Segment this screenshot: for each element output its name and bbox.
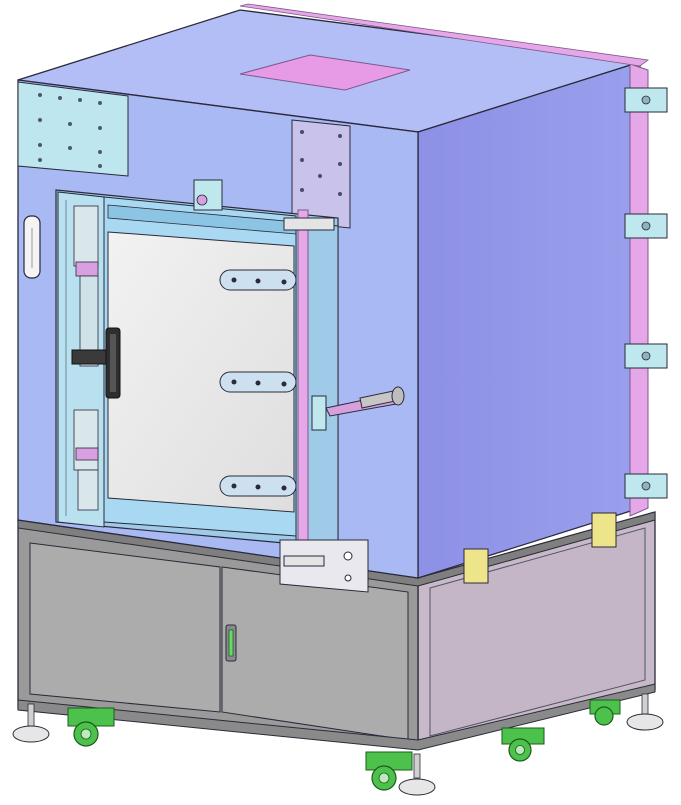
leveling-foot-icon — [12, 703, 50, 743]
hinge-rod — [297, 209, 309, 581]
caster-icon — [365, 751, 413, 791]
strap-hinges — [219, 269, 297, 497]
base-bottom-rail — [17, 683, 656, 751]
mount-brackets — [463, 512, 617, 584]
base-left-panel — [29, 542, 221, 713]
viewing-window — [107, 231, 295, 513]
caster-icon — [589, 699, 621, 726]
lower-hinge-plate — [279, 539, 369, 593]
hinge-icon — [219, 269, 297, 291]
leveling-feet — [12, 693, 664, 796]
chamber-side — [417, 61, 641, 579]
leveling-foot-icon — [626, 693, 664, 731]
latch-icon — [193, 179, 223, 211]
mounting-plate — [17, 81, 129, 177]
hinge-icon — [219, 475, 297, 497]
rod-collar-top — [283, 217, 335, 231]
cabinet-lock-icon[interactable] — [225, 624, 237, 662]
hinge-icon — [624, 213, 668, 239]
bracket-left — [463, 548, 489, 584]
hinge-icon — [624, 343, 668, 369]
caster-icon — [67, 707, 115, 747]
handle-icon[interactable] — [71, 327, 121, 399]
leveling-foot-icon — [398, 753, 436, 796]
hinge-icon — [219, 371, 297, 393]
bracket-right — [591, 512, 617, 548]
hinge-icon — [624, 87, 668, 113]
side-grip-icon[interactable] — [23, 215, 41, 279]
top-access-panel — [239, 54, 411, 91]
latch-mechanism — [65, 200, 99, 516]
base-right-panel — [221, 566, 409, 741]
side-seal-strip — [629, 63, 649, 517]
door-arm[interactable] — [311, 386, 405, 431]
top-seal-strip — [239, 3, 650, 67]
caster-icon — [501, 727, 545, 762]
upper-hinge-plate — [291, 119, 351, 229]
side-hinges — [624, 87, 668, 499]
casters — [67, 699, 621, 791]
hinge-icon — [624, 473, 668, 499]
chamber-door[interactable] — [55, 189, 339, 581]
